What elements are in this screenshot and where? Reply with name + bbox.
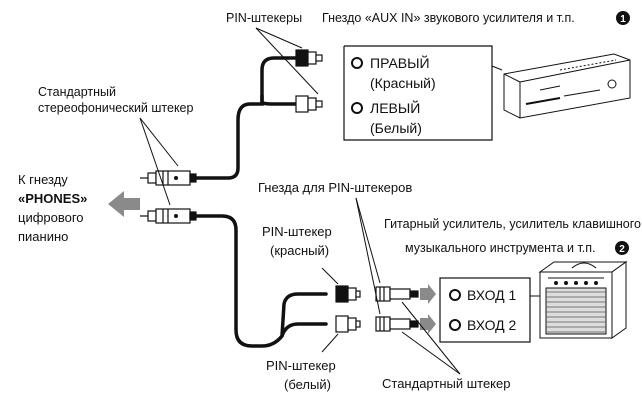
- label-guitar-amp-1: Гитарный усилитель, усилитель клавишного: [384, 217, 641, 231]
- badge-1-text: 1: [620, 14, 626, 25]
- label-phones-3: цифрового: [18, 210, 84, 225]
- badge-2-icon: [615, 241, 629, 255]
- stereo-amplifier-icon: [503, 53, 631, 119]
- label-stereo-plug-2: стереофонический штекер: [38, 101, 194, 115]
- pin-plug-red-top: [295, 49, 323, 67]
- input1-jack-icon: [449, 289, 461, 301]
- label-phones-1: К гнезду: [18, 172, 68, 187]
- badge-2-text: 2: [619, 244, 625, 255]
- cable-bottom-trunk: [190, 214, 328, 348]
- phones-quote-open: «: [18, 191, 25, 206]
- label-right-channel: ПРАВЫЙ: [370, 54, 430, 71]
- guitar-input-panel: [439, 277, 531, 343]
- phones-quote-close: »: [80, 191, 87, 206]
- label-pin-white-1: PIN-штекер: [266, 358, 336, 373]
- label-pin-red-1: PIN-штекер: [262, 224, 332, 239]
- pointer-lines: [139, 117, 461, 375]
- pin-plug-red-bottom: [335, 285, 361, 303]
- pin-plug-white-bottom: [335, 315, 361, 333]
- stereo-plug-bottom: [140, 208, 197, 224]
- arrow-to-phones-icon: [108, 191, 140, 217]
- adapter-top: [375, 286, 419, 302]
- label-phones-4: пианино: [18, 229, 68, 244]
- label-aux-in-title: Гнездо «AUX IN» звукового усилителя и т.…: [322, 11, 575, 25]
- input2-jack-icon: [449, 319, 461, 331]
- jack-right-icon: [351, 57, 363, 69]
- label-input-2: ВХОД 2: [467, 317, 517, 333]
- label-phones-2: «PHONES»: [18, 191, 87, 206]
- guitar-amplifier-icon: [538, 261, 628, 339]
- label-pin-jacks: Гнезда для PIN-штекеров: [258, 180, 412, 195]
- arrow-input2-icon: [420, 314, 436, 334]
- aux-panel-connector: [491, 65, 503, 71]
- label-input-1: ВХОД 1: [467, 287, 517, 303]
- jack-left-icon: [351, 102, 363, 114]
- cable-top-branch-white: [260, 94, 302, 106]
- label-guitar-amp-2: музыкального инструмента и т.п.: [405, 241, 596, 255]
- label-right-color: (Красный): [370, 75, 436, 91]
- label-standard-plug: Стандартный штекер: [382, 376, 510, 391]
- label-pin-plugs-top: PIN-штекеры: [226, 11, 302, 25]
- aux-in-panel: [343, 45, 493, 141]
- stereo-plug-top: [140, 170, 197, 186]
- label-pin-red-2: (красный): [270, 243, 329, 258]
- label-stereo-plug-1: Стандартный: [38, 85, 116, 99]
- cable-top-trunk: [190, 56, 302, 180]
- arrow-input1-icon: [420, 284, 436, 304]
- phones-word: PHONES: [25, 191, 80, 206]
- cables: [190, 56, 328, 348]
- pin-plug-white-top: [295, 95, 323, 113]
- badge-1-icon: [616, 11, 630, 25]
- adapter-bottom: [375, 316, 419, 332]
- label-pin-white-2: (белый): [284, 377, 331, 392]
- pointer-pin-plugs-top: [255, 27, 319, 95]
- cable-bottom-branch-white: [280, 322, 328, 338]
- label-left-channel: ЛЕВЫЙ: [370, 99, 420, 116]
- label-left-color: (Белый): [370, 120, 422, 136]
